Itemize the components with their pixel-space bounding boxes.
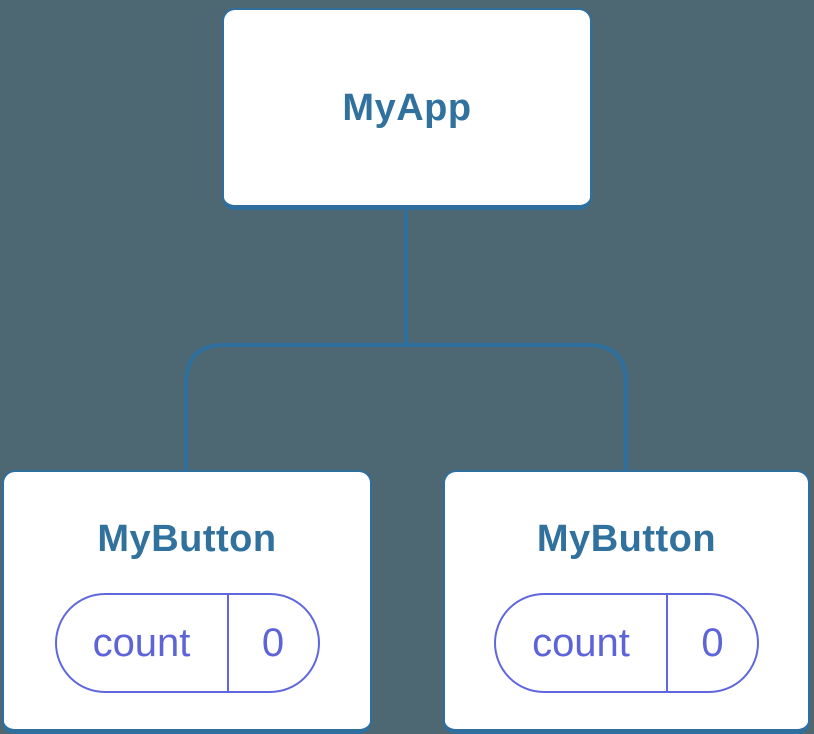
state-value-cell: 0 xyxy=(701,620,724,665)
node-title: MyButton xyxy=(97,518,277,560)
node-card-mybutton-left: MyButton count 0 xyxy=(2,470,372,734)
node-title: MyApp xyxy=(342,86,472,129)
node-title: MyButton xyxy=(536,518,717,560)
state-value-cell: 0 xyxy=(261,620,285,665)
children-bracket xyxy=(184,343,628,472)
state-key-cell: count xyxy=(57,595,229,691)
state-key-cell: count xyxy=(496,595,668,691)
state-pill: count 0 xyxy=(54,593,320,693)
node-card-myapp: MyApp xyxy=(222,8,592,210)
state-pill: count 0 xyxy=(494,593,759,693)
node-card-mybutton-right: MyButton count 0 xyxy=(443,470,810,734)
